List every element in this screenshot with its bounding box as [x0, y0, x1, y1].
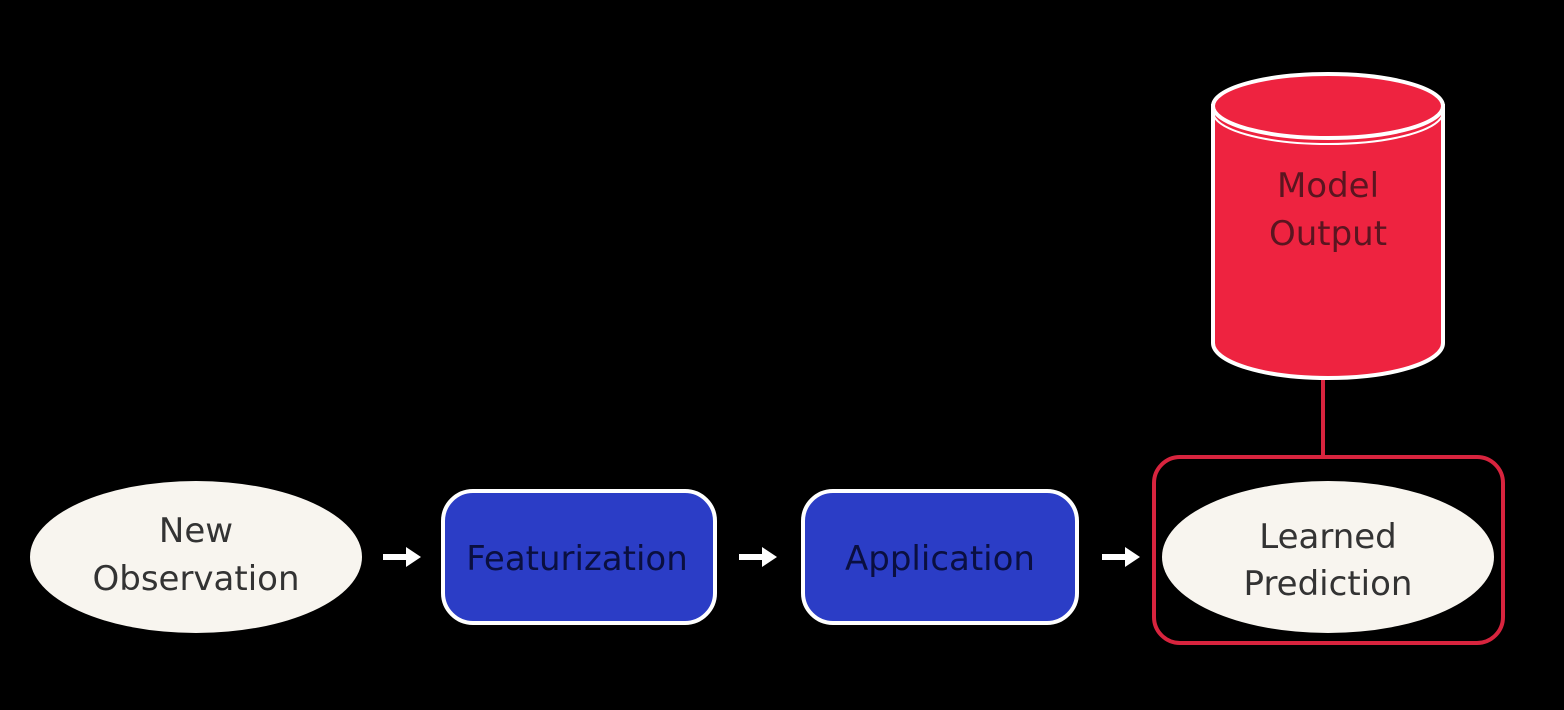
node-featurization: Featurization	[441, 489, 717, 625]
database-top	[1211, 72, 1445, 140]
learned-prediction-ellipse	[1162, 481, 1494, 633]
node-new-observation: New Observation	[30, 481, 362, 633]
application-box	[801, 489, 1079, 625]
database-rim	[1212, 111, 1444, 145]
featurization-box	[441, 489, 717, 625]
node-application: Application	[801, 489, 1079, 625]
new-observation-label-line1: New	[159, 511, 233, 551]
arrow-icon	[1102, 547, 1140, 567]
featurization-label: Featurization	[466, 539, 688, 579]
model-output-label-line2: Output	[1269, 214, 1387, 254]
arrow-icon	[383, 547, 421, 567]
node-model-output: Model Output	[1211, 72, 1445, 380]
node-learned-prediction: Learned Prediction	[1152, 455, 1505, 645]
new-observation-label-line2: Observation	[92, 559, 299, 599]
application-label: Application	[845, 539, 1035, 579]
highlight-frame	[1152, 455, 1505, 645]
new-observation-ellipse	[30, 481, 362, 633]
learned-prediction-label-line1: Learned	[1259, 517, 1397, 557]
arrow-icon	[739, 547, 777, 567]
model-output-label-line1: Model	[1277, 166, 1379, 206]
database-body	[1211, 104, 1445, 380]
learned-prediction-label-line2: Prediction	[1244, 564, 1413, 604]
